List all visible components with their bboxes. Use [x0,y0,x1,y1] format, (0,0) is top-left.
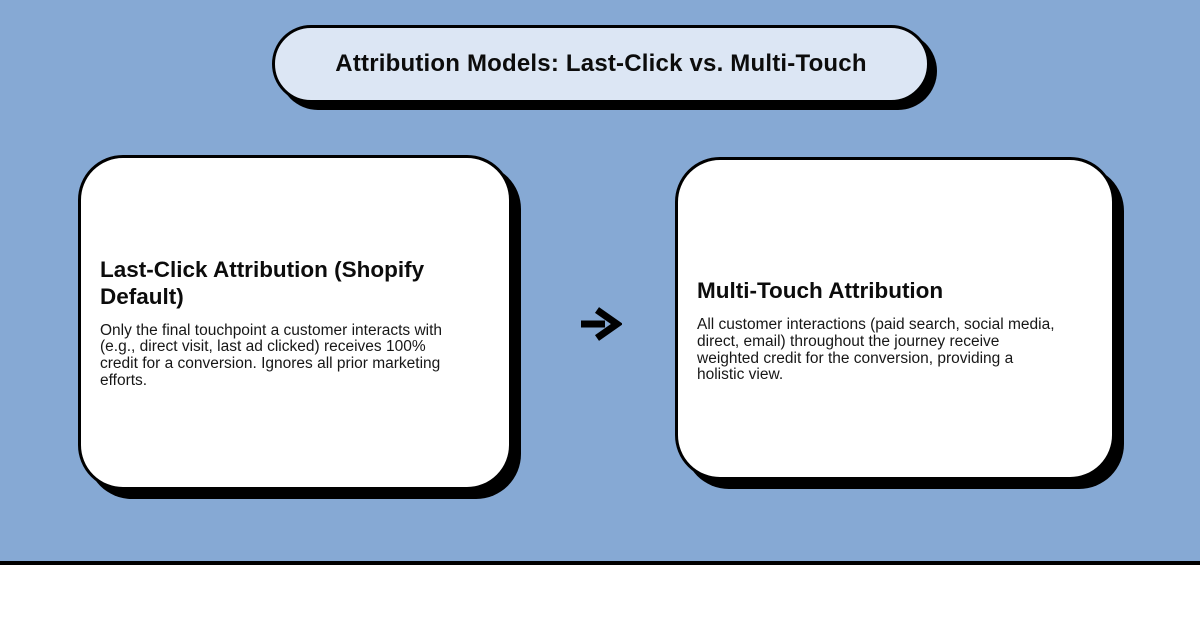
arrow-right-icon [578,305,622,343]
card-description: Only the final touchpoint a customer int… [100,321,443,389]
bottom-whitespace [0,565,1200,630]
diagram-title: Attribution Models: Last-Click vs. Multi… [335,50,867,77]
card-multi-touch-attribution: Multi-Touch Attribution All customer int… [675,157,1115,480]
card-title: Last-Click Attribution (Shopify Default) [100,256,425,309]
card-title: Multi-Touch Attribution [697,278,944,304]
card-last-click-attribution: Last-Click Attribution (Shopify Default)… [78,155,512,490]
diagram-title-pill: Attribution Models: Last-Click vs. Multi… [272,25,930,103]
card-description: All customer interactions (paid search, … [697,316,1055,384]
divider-line [0,561,1200,565]
